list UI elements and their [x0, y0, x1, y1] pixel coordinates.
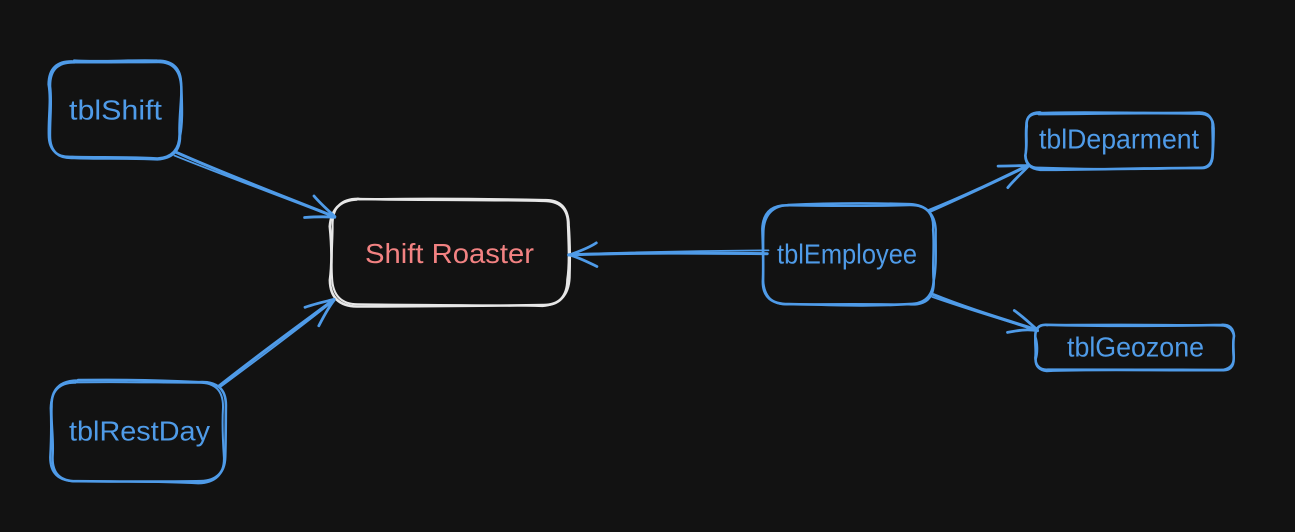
svg-text:Shift Roaster: Shift Roaster: [365, 238, 534, 269]
svg-text:tblDeparment: tblDeparment: [1039, 124, 1199, 155]
svg-text:tblGeozone: tblGeozone: [1067, 332, 1204, 363]
svg-text:tblEmployee: tblEmployee: [777, 239, 917, 270]
svg-text:tblRestDay: tblRestDay: [69, 416, 210, 447]
svg-text:tblShift: tblShift: [69, 95, 162, 126]
